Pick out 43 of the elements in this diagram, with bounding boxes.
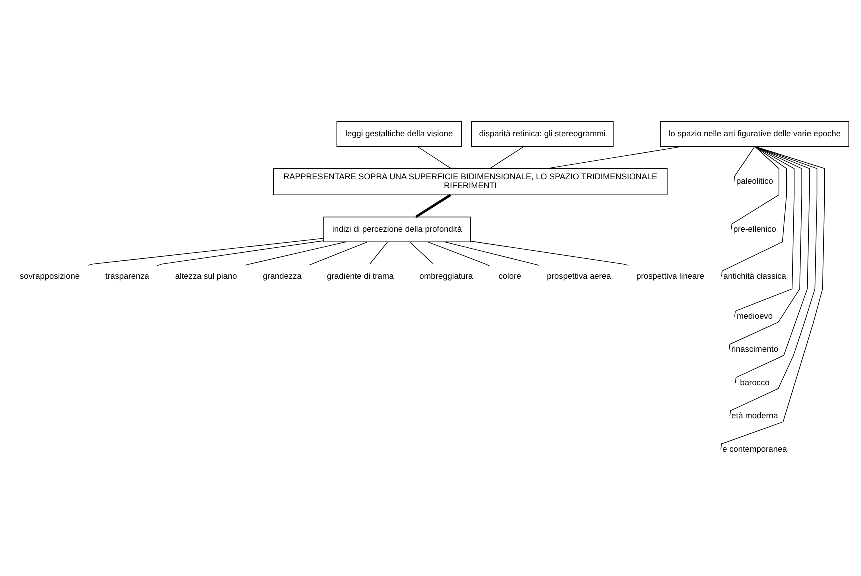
connector: [729, 146, 802, 350]
node-text: sovrapposizione: [20, 270, 80, 280]
connector: [416, 194, 452, 218]
connector: [417, 146, 452, 168]
connector: [410, 242, 434, 264]
node-text: età moderna: [732, 410, 778, 420]
node-text: antichità classica: [724, 270, 786, 280]
node-box: disparità retinica: gli stereogrammi: [471, 120, 614, 147]
connector: [735, 146, 810, 384]
connector: [721, 146, 788, 277]
node-text: prospettiva lineare: [636, 270, 704, 280]
node-box: indizi di percezione della profondità: [324, 216, 471, 242]
connector: [734, 146, 795, 317]
connector: [470, 240, 629, 266]
node-box: leggi gestaltiche della visione: [336, 120, 462, 147]
node-text: altezza sul piano: [175, 270, 238, 280]
connector: [731, 146, 780, 230]
node-box: lo spazio nelle arti figurative delle varie epoche: [660, 120, 850, 147]
connector: [309, 241, 368, 266]
node-text: barocco: [740, 376, 770, 387]
node-text: medioevo: [736, 310, 773, 321]
node-text: ombreggiatura: [420, 270, 474, 280]
node-text: e contemporanea: [722, 443, 788, 454]
connector: [720, 146, 826, 450]
node-text: pre-ellenico: [734, 223, 776, 234]
node-text: trasparenza: [106, 270, 150, 280]
node-text: gradiente di trama: [327, 270, 394, 280]
node-text: colore: [498, 270, 522, 280]
node-text: rinascimento: [731, 344, 778, 354]
connector: [730, 146, 818, 416]
connector: [734, 146, 756, 182]
connector: [245, 241, 347, 266]
connector: [156, 240, 324, 266]
node-text: prospettiva aerea: [547, 270, 612, 280]
connector: [88, 238, 324, 266]
connector: [490, 146, 525, 168]
connector: [428, 241, 491, 266]
node-box: RAPPRESENTARE SOPRA UNA SUPERFICIE BIDIMENSIONALE, LO SPAZIO TRIDIMENSIONALE RIFERIMENTI: [273, 168, 668, 195]
connector: [444, 241, 540, 266]
connector: [546, 146, 684, 169]
node-text: grandezza: [263, 270, 302, 280]
node-text: paleolitico: [736, 176, 774, 186]
connector: [370, 242, 388, 264]
